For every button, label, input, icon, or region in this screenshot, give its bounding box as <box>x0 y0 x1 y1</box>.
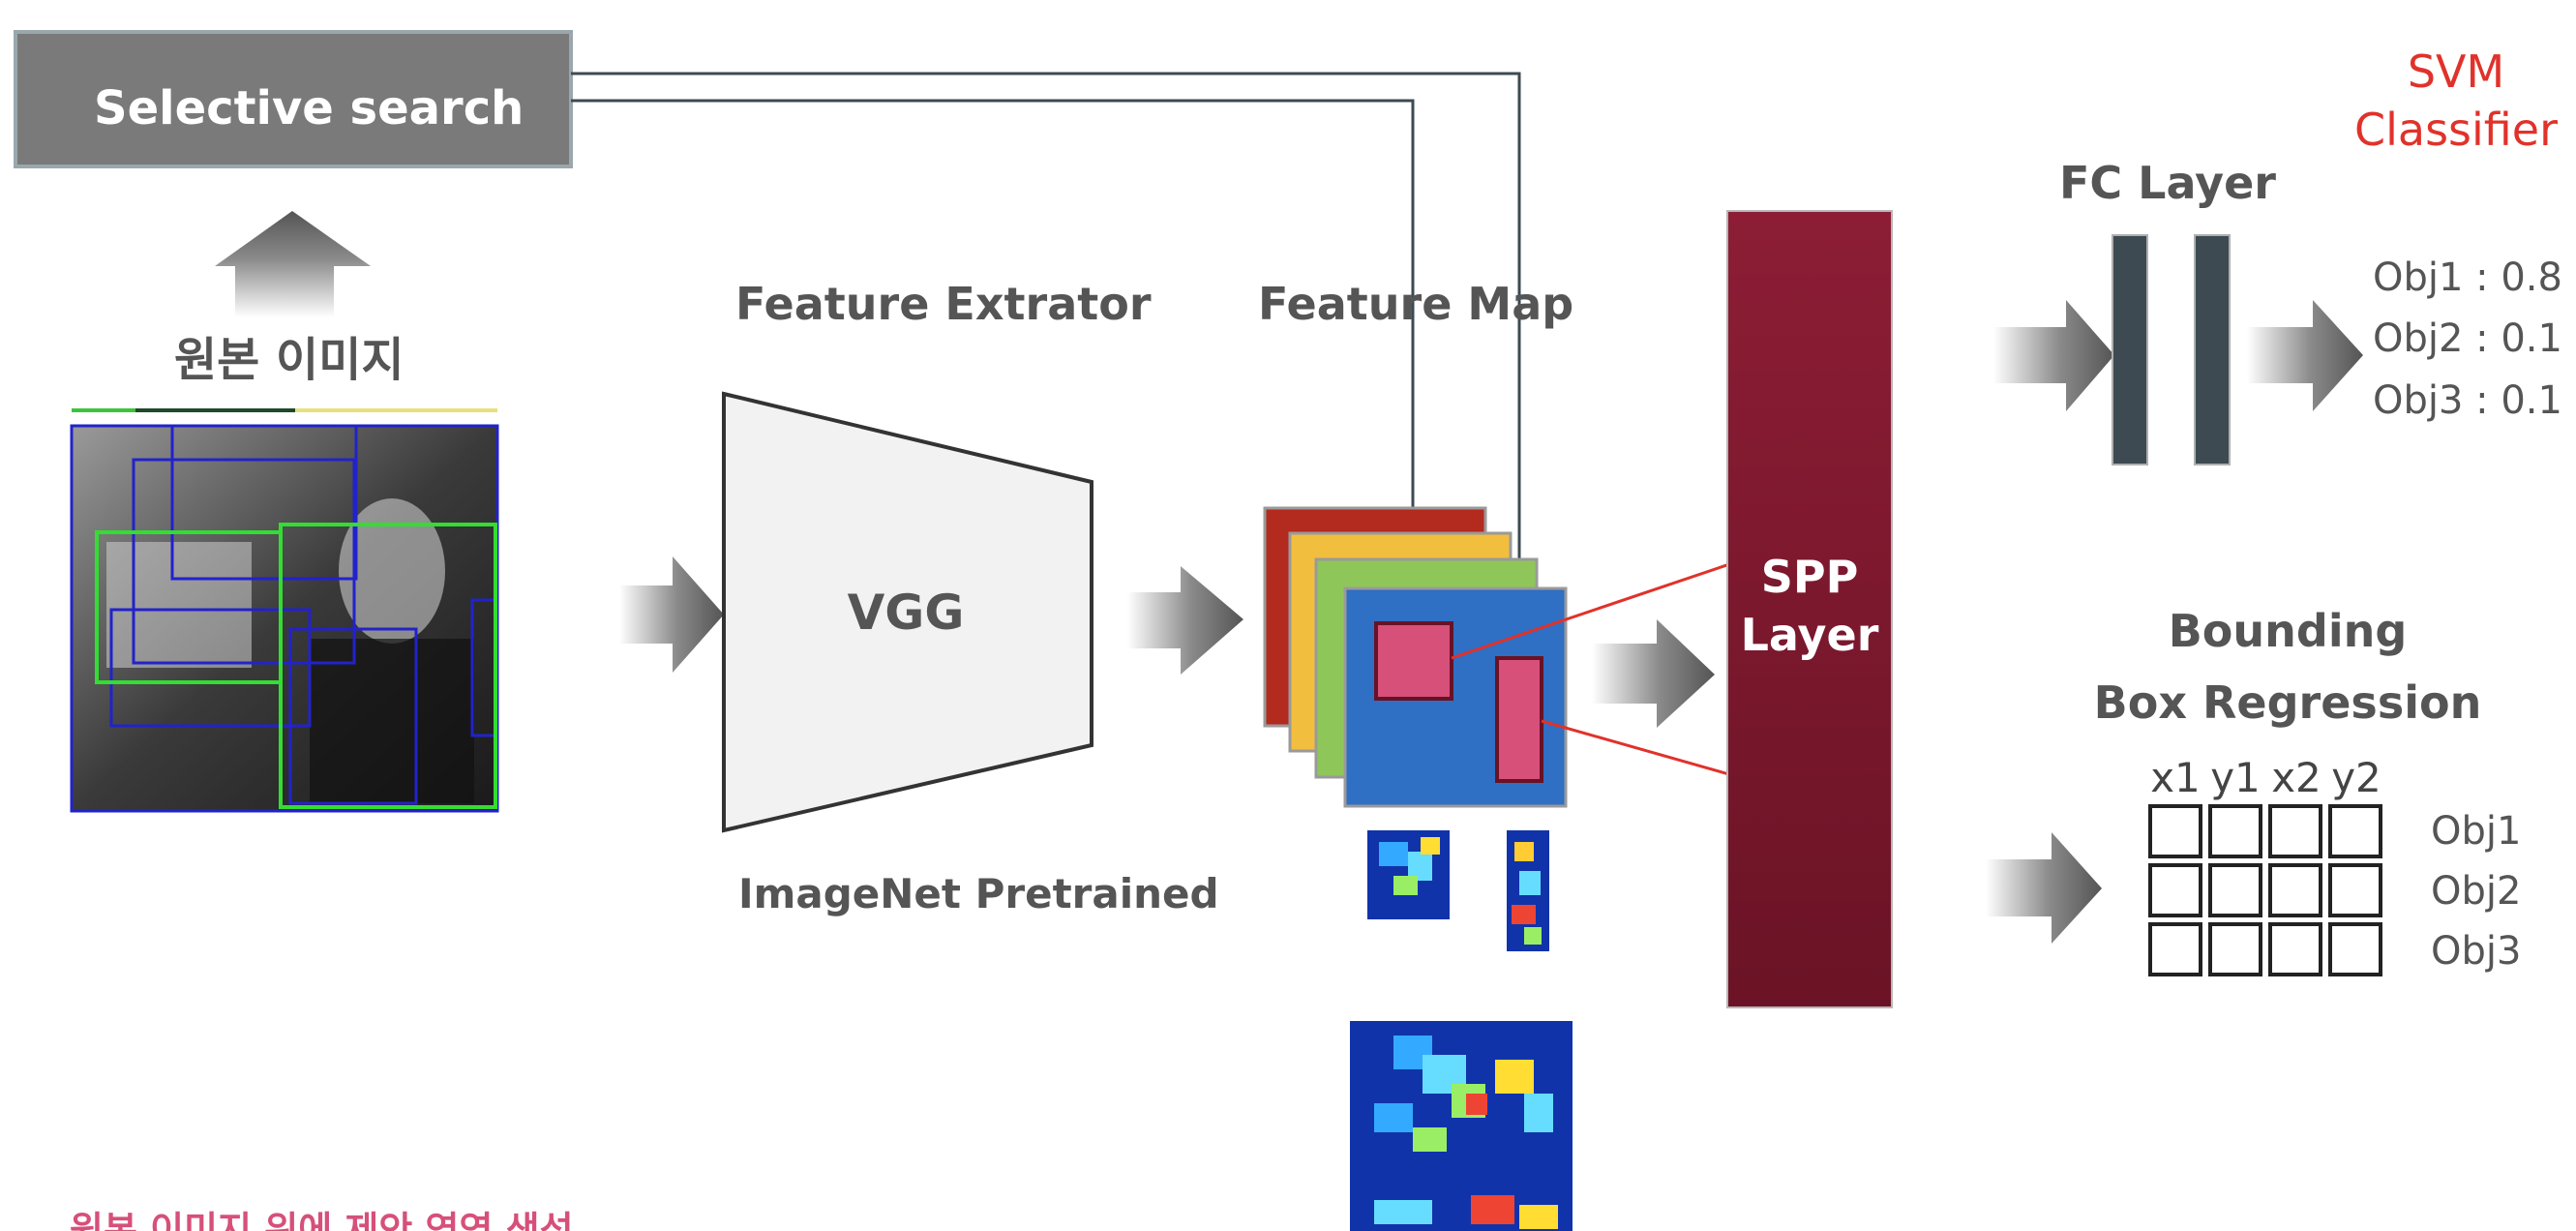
selective-search-box: Selective search <box>14 30 573 168</box>
fc-layer <box>2112 234 2231 465</box>
arrow-to-spp-icon <box>1592 619 1715 728</box>
bbox-col-x2: x2 <box>2271 754 2321 801</box>
roi-tall <box>1495 656 1543 783</box>
bbox-row-obj2: Obj2 <box>2431 869 2521 914</box>
arrow-to-scores-icon <box>2247 300 2363 411</box>
roi-square <box>1374 621 1453 701</box>
score-obj3: Obj3 : 0.1 <box>2373 378 2562 423</box>
feature-map-stack <box>1263 506 1568 808</box>
bbox-col-y2: y2 <box>2331 754 2381 801</box>
bbox-row-labels: Obj1 Obj2 Obj3 <box>2431 809 2521 974</box>
arrow-to-feature-map-icon <box>1127 566 1243 675</box>
pretrained-label: ImageNet Pretrained <box>738 870 1219 917</box>
roi-heatmap-tall <box>1507 830 1549 951</box>
bbox-col-y1: y1 <box>2210 754 2261 801</box>
spp-layer: SPP Layer <box>1726 210 1893 1008</box>
source-image-label: 원본 이미지 <box>174 333 404 387</box>
arrow-to-bbox-icon <box>1986 832 2102 944</box>
arrow-to-extractor-icon <box>619 556 724 673</box>
bbox-row-obj3: Obj3 <box>2431 929 2521 974</box>
vgg-extractor: VGG <box>722 391 1093 833</box>
score-obj1: Obj1 : 0.8 <box>2373 255 2562 300</box>
extractor-title: Feature Extrator <box>735 278 1152 330</box>
bbox-column-headers: x1 y1 x2 y2 <box>2150 754 2381 801</box>
roi-projection-lines <box>571 72 1534 662</box>
bbox-title-line2: Box Regression <box>2094 676 2482 729</box>
bbox-title-line1: Bounding <box>2169 605 2408 657</box>
spp-label-line2: Layer <box>1741 609 1879 661</box>
selective-search-label: Selective search <box>94 81 524 135</box>
feature-heatmap-large <box>1350 1021 1573 1231</box>
footnote: 원본 이미지 위에 제안 영역 생성 <box>70 1209 574 1231</box>
score-obj2: Obj2 : 0.1 <box>2373 316 2562 361</box>
bbox-row-obj1: Obj1 <box>2431 809 2521 854</box>
svm-label-line1: SVM <box>2408 45 2504 98</box>
bbox-col-x1: x1 <box>2150 754 2201 801</box>
feature-map-title: Feature Map <box>1258 278 1573 330</box>
arrow-to-fc-icon <box>1993 300 2114 411</box>
roi-heatmap-square <box>1367 830 1450 919</box>
svm-label-line2: Classifier <box>2354 104 2558 156</box>
vgg-label: VGG <box>848 585 965 641</box>
fc-layer-title: FC Layer <box>2059 157 2276 209</box>
up-arrow-icon <box>215 211 371 317</box>
class-scores: Obj1 : 0.8 Obj2 : 0.1 Obj3 : 0.1 <box>2373 255 2562 423</box>
source-image <box>70 408 499 813</box>
bbox-grid <box>2148 804 2382 976</box>
spp-label-line1: SPP <box>1761 551 1859 603</box>
